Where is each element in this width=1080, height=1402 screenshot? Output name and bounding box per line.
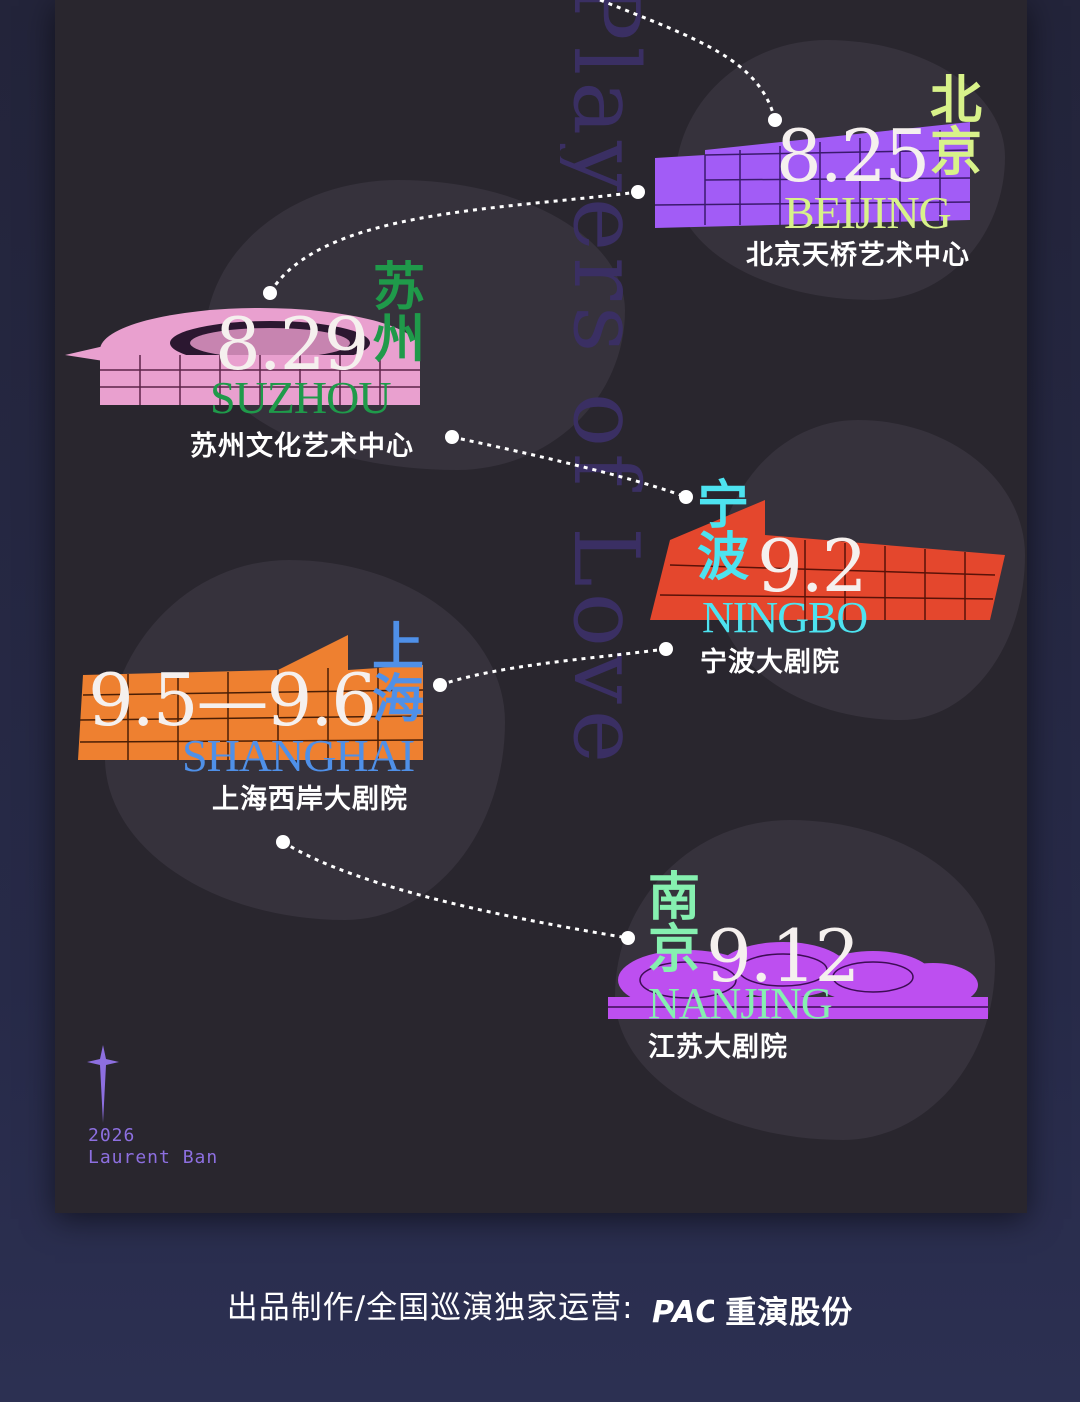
beijing-theater-illustration <box>654 122 971 228</box>
footer-text: 出品制作/全国巡演独家运营: <box>226 1290 634 1326</box>
footer-brand: 重演股份 <box>725 1295 854 1331</box>
venue-name: 北京天桥艺术中心 <box>746 240 970 271</box>
city-name-en: SHANGHAI <box>182 730 415 781</box>
suzhou-center-illustration <box>65 308 420 405</box>
pac-logo-icon: PAC <box>652 1295 714 1330</box>
date-label: 8.25 <box>776 114 930 198</box>
city-name-cn: 南京 <box>648 867 701 980</box>
signature: 2026 Laurent Ban <box>88 1125 218 1169</box>
footer-credits: 出品制作/全国巡演独家运营: PAC 重演股份 <box>0 1282 1080 1332</box>
star-icon <box>87 1045 119 1123</box>
date-label: 9.12 <box>706 914 860 998</box>
city-name-en: NANJING <box>648 979 833 1028</box>
venue-name: 江苏大剧院 <box>648 1032 788 1063</box>
city-name-cn: 北京 <box>930 70 983 183</box>
date-label: 9.5—9.6 <box>88 658 377 742</box>
venue-name: 苏州文化艺术中心 <box>190 431 414 462</box>
date-label: 9.2 <box>757 524 868 608</box>
city-name-en: BEIJING <box>784 187 952 238</box>
svg-text:PAC: PAC <box>652 1295 714 1330</box>
date-label: 8.29 <box>215 302 369 386</box>
city-name-cn: 上海 <box>372 617 425 730</box>
venue-name: 宁波大剧院 <box>700 647 840 678</box>
signature-year: 2026 <box>88 1125 136 1146</box>
watermark-text: Players of Love <box>560 0 650 770</box>
city-name-en: SUZHOU <box>210 372 392 423</box>
ningbo-theater-illustration <box>650 500 1005 620</box>
city-name-cn: 宁波 <box>697 475 750 588</box>
city-name-cn: 苏州 <box>373 257 426 370</box>
city-name-en: NINGBO <box>702 593 868 642</box>
venue-name: 上海西岸大剧院 <box>212 784 408 815</box>
signature-name: Laurent Ban <box>88 1147 219 1168</box>
shanghai-theater-illustration <box>78 635 424 760</box>
nanjing-theater-illustration <box>608 942 988 1019</box>
